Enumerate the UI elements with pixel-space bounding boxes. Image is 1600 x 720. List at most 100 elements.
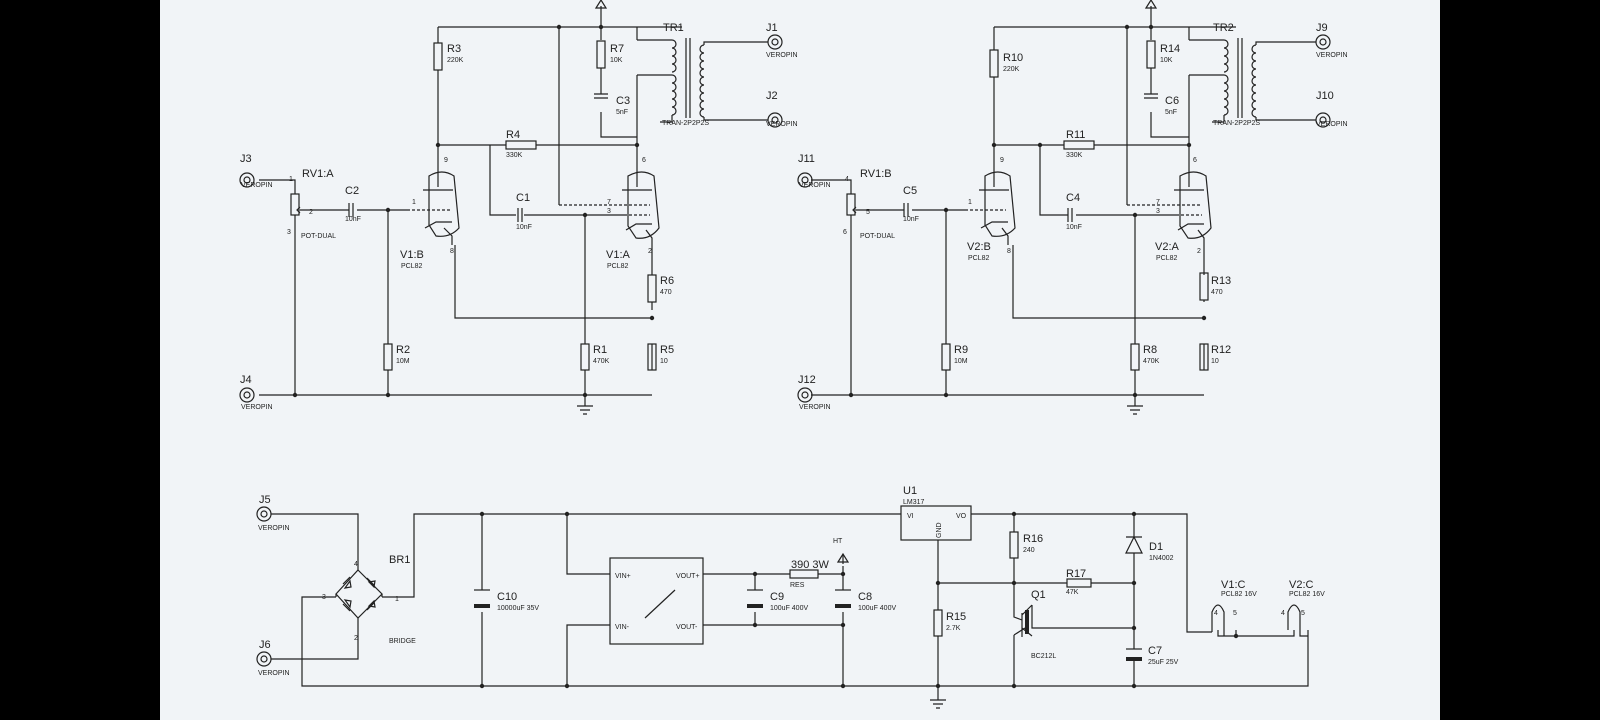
- capacitor-c10: C10 10000uF 35V: [474, 589, 539, 612]
- label-j9-type: VEROPIN: [1316, 52, 1348, 59]
- pin-label: 5: [1233, 610, 1237, 617]
- tube-heater-v1c: V1:C PCL82 16V 4 5: [1211, 579, 1257, 636]
- label-j10: J10: [1316, 90, 1334, 102]
- label-j3: J3: [240, 153, 252, 165]
- resistor-r13: R13 470: [1199, 272, 1231, 301]
- label-rv1a: RV1:A: [302, 168, 334, 180]
- veropin-j2[interactable]: J2 VEROPIN: [766, 90, 798, 128]
- label-v1b-type: PCL82: [401, 263, 423, 270]
- pin-label: 7: [1156, 199, 1160, 206]
- value-c10: 10000uF 35V: [497, 605, 539, 612]
- pin-label: 1: [289, 176, 293, 183]
- resistor-r5: R5 10: [647, 343, 674, 371]
- capacitor-c6: C6 5nF: [1144, 93, 1179, 116]
- label-r15: R15: [946, 611, 966, 623]
- label-rv1a-type: POT-DUAL: [301, 233, 336, 240]
- value-r11: 330K: [1066, 152, 1083, 159]
- label-v2c: V2:C: [1289, 579, 1314, 591]
- label-tr1: TR1: [663, 22, 684, 34]
- value-r14: 10K: [1160, 57, 1173, 64]
- label-c7: C7: [1148, 645, 1162, 657]
- label-j1-type: VEROPIN: [766, 52, 798, 59]
- pin-label: 4: [845, 176, 849, 183]
- tube-v2b: 9 1 8 V2:B PCL82: [965, 157, 1016, 262]
- value-c7: 25uF 25V: [1148, 659, 1179, 666]
- label-j4: J4: [240, 374, 252, 386]
- label-res: RES: [790, 582, 805, 589]
- label-v2b-type: PCL82: [968, 255, 990, 262]
- resistor-r8: R8 470K: [1130, 343, 1160, 371]
- value-r16: 240: [1023, 547, 1035, 554]
- label-r13: R13: [1211, 275, 1231, 287]
- transformer-tr2: TR2 TRAN-2P2P2S: [1189, 22, 1316, 127]
- pin-label: 3: [607, 208, 611, 215]
- pin-vi: VI: [907, 513, 914, 520]
- pin-label: 6: [1193, 157, 1197, 164]
- veropin-j3[interactable]: J3 VEROPIN: [239, 153, 273, 189]
- label-c1: C1: [516, 192, 530, 204]
- pin-label: 4: [1281, 610, 1285, 617]
- potentiometer-rv1b[interactable]: RV1:B POT-DUAL 4 5 6: [843, 168, 895, 240]
- label-j12: J12: [798, 374, 816, 386]
- value-r6: 470: [660, 289, 672, 296]
- veropin-j12[interactable]: J12 VEROPIN: [797, 374, 831, 411]
- label-q1-type: BC212L: [1031, 653, 1056, 660]
- label-ht: HT: [833, 538, 843, 545]
- pin-label: 5: [866, 209, 870, 216]
- veropin-j10[interactable]: J10 VEROPIN: [1315, 90, 1348, 128]
- label-r3: R3: [447, 43, 461, 55]
- veropin-j6[interactable]: J6 VEROPIN: [256, 639, 290, 677]
- label-u1: U1: [903, 485, 917, 497]
- label-r7: R7: [610, 43, 624, 55]
- value-r5: 10: [660, 358, 668, 365]
- pin-label: 2: [354, 635, 358, 642]
- dc-converter-module: VIN+ VIN- VOUT+ VOUT-: [609, 557, 704, 645]
- resistor-r6: R6 470: [647, 274, 674, 303]
- label-j10-type: VEROPIN: [1316, 121, 1348, 128]
- veropin-j5[interactable]: J5 VEROPIN: [256, 494, 290, 532]
- label-v2a-type: PCL82: [1156, 255, 1178, 262]
- capacitor-c7: C7 25uF 25V: [1126, 645, 1179, 666]
- capacitor-c2: C2 10nF: [345, 185, 361, 223]
- value-r7: 10K: [610, 57, 623, 64]
- label-r2: R2: [396, 344, 410, 356]
- label-r1: R1: [593, 344, 607, 356]
- veropin-j11[interactable]: J11 VEROPIN: [797, 153, 831, 189]
- label-d1: D1: [1149, 541, 1163, 553]
- pin-vin-minus: VIN-: [615, 624, 630, 631]
- pin-label: 6: [642, 157, 646, 164]
- potentiometer-rv1a[interactable]: RV1:A POT-DUAL 1 2 3: [287, 168, 336, 240]
- value-r2: 10M: [396, 358, 410, 365]
- label-rv1b-type: POT-DUAL: [860, 233, 895, 240]
- ht-supply-arrow: HT: [833, 538, 850, 563]
- label-v1c: V1:C: [1221, 579, 1246, 591]
- label-j11: J11: [798, 153, 815, 165]
- resistor-r1: R1 470K: [580, 343, 610, 371]
- value-c4: 10nF: [1066, 224, 1082, 231]
- label-c6: C6: [1165, 95, 1179, 107]
- resistor-r9: R9 10M: [941, 343, 968, 371]
- label-j1: J1: [766, 22, 778, 34]
- veropin-j1[interactable]: J1 VEROPIN: [766, 22, 798, 59]
- pin-label: 2: [648, 248, 652, 255]
- value-r8: 470K: [1143, 358, 1160, 365]
- tube-v1a: 6 7 3 2 V1:A PCL82: [559, 157, 660, 270]
- label-j5-type: VEROPIN: [258, 525, 290, 532]
- pin-gnd: GND: [936, 522, 943, 538]
- transformer-tr1: TR1 TRAN-2P2P2S: [637, 22, 768, 127]
- value-r9: 10M: [954, 358, 968, 365]
- value-r15: 2.7K: [946, 625, 961, 632]
- resistor-r11: R11 330K: [1063, 129, 1095, 159]
- label-j2: J2: [766, 90, 778, 102]
- label-q1: Q1: [1031, 589, 1046, 601]
- veropin-j4[interactable]: J4 VEROPIN: [239, 374, 273, 411]
- pin-label: 7: [607, 199, 611, 206]
- resistor-390-3w: 390 3W RES: [789, 559, 830, 589]
- label-j9: J9: [1316, 22, 1328, 34]
- veropin-j9[interactable]: J9 VEROPIN: [1315, 22, 1348, 59]
- label-c9: C9: [770, 591, 784, 603]
- channel-left: TR1 TRAN-2P2P2S J1 VEROPIN J2 VEROPIN J3…: [239, 0, 798, 415]
- pin-vo: VO: [956, 513, 967, 520]
- pin-label: 1: [412, 199, 416, 206]
- pin-label: 1: [968, 199, 972, 206]
